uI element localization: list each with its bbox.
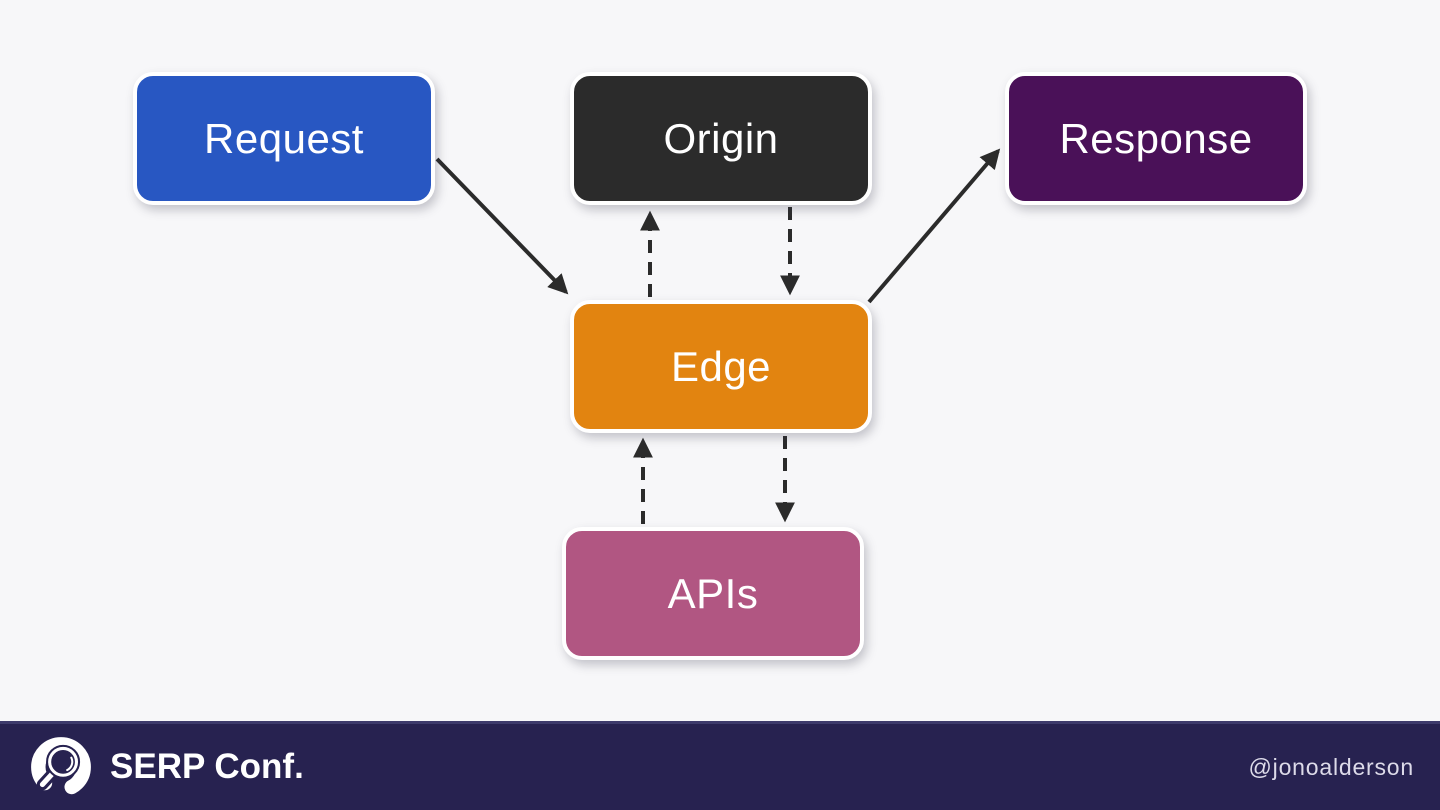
brand-group: SERP Conf. [28, 734, 304, 800]
node-edge: Edge [570, 300, 872, 433]
node-response: Response [1005, 72, 1307, 205]
magnifier-ring-logo-icon [31, 737, 91, 797]
node-edge-label: Edge [670, 342, 772, 390]
arrow-edge-to-response [867, 148, 1001, 304]
node-origin: Origin [570, 72, 872, 205]
arrow-request-to-edge [435, 157, 569, 295]
node-request: Request [133, 72, 435, 205]
node-response-label: Response [1059, 114, 1253, 162]
node-request-label: Request [204, 114, 364, 162]
footer-bar: SERP Conf. @jonoalderson [0, 721, 1440, 810]
node-apis: APIs [562, 527, 864, 660]
node-apis-label: APIs [667, 569, 759, 617]
author-handle: @jonoalderson [1248, 753, 1414, 780]
brand-name: SERP Conf. [110, 747, 304, 786]
node-origin-label: Origin [663, 114, 779, 162]
